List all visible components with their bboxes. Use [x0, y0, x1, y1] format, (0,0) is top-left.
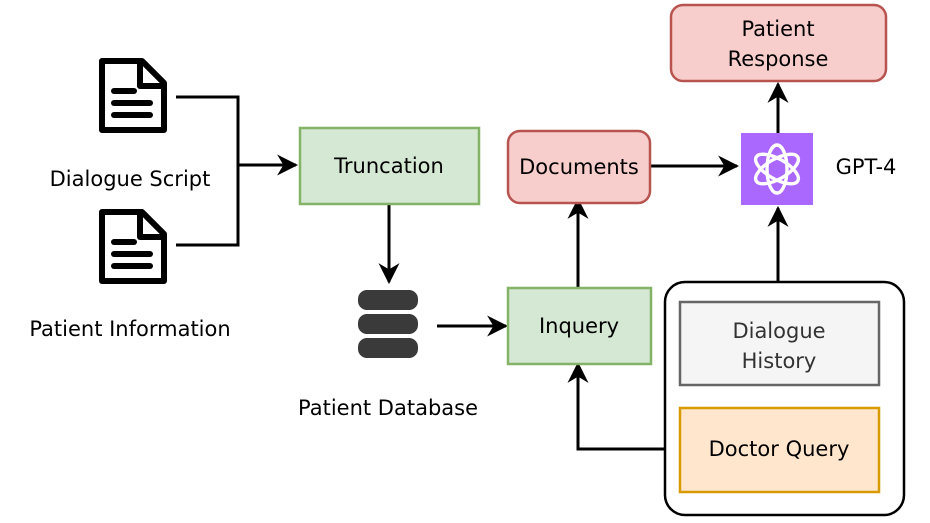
gpt4-label: GPT-4 [836, 155, 897, 179]
inquery-box [506, 286, 653, 366]
truncation-label: Truncation [333, 154, 444, 178]
truncation-box [298, 126, 481, 206]
openai-logo-icon [741, 133, 813, 205]
connector-info-to-truncation [176, 165, 240, 247]
documents-label: Documents [519, 155, 639, 179]
connectors [176, 81, 789, 451]
dialogue-history-label-line1: Dialogue [732, 319, 825, 343]
document-icon [99, 58, 167, 133]
dialogue-history-label-line2: History [742, 349, 817, 373]
dialogue-script-label: Dialogue Script [50, 167, 211, 191]
documents-box [506, 129, 652, 205]
patient-response-label-line2: Response [728, 47, 829, 71]
patient-information-label: Patient Information [29, 317, 230, 341]
database-icon [358, 290, 418, 358]
dialogue-history-box [678, 300, 881, 387]
connector-script-to-truncation [176, 95, 240, 165]
patient-response-box [669, 3, 888, 83]
document-icon [99, 209, 167, 284]
patient-database-label: Patient Database [298, 396, 478, 420]
inquery-label: Inquery [539, 314, 619, 338]
doctor-query-label: Doctor Query [709, 437, 850, 461]
patient-response-label-line1: Patient [741, 17, 814, 41]
arrow-doctor-query-to-inquery [567, 361, 680, 451]
doctor-query-box [678, 406, 881, 494]
